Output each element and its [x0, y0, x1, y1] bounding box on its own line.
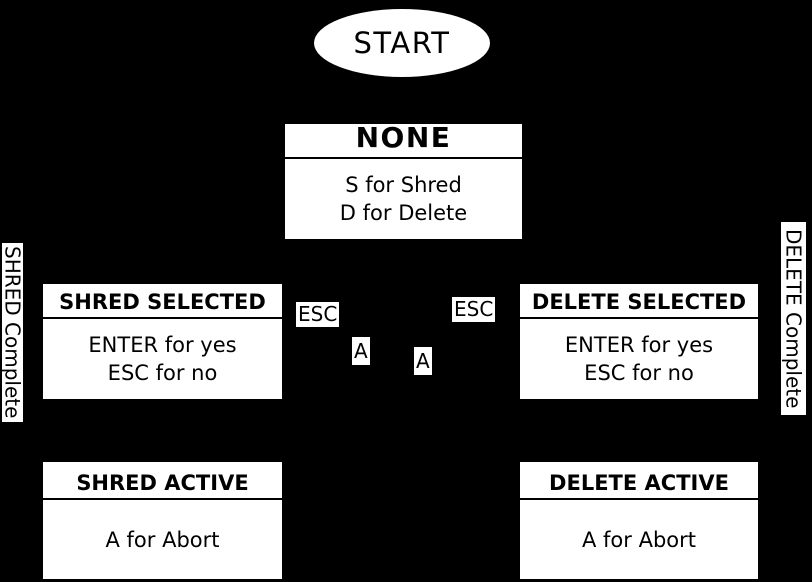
start-node: START — [314, 9, 490, 77]
state-title-none: NONE — [285, 121, 522, 159]
state-title-delete-active: DELETE ACTIVE — [520, 462, 758, 500]
state-body-delete-selected: ENTER for yes ESC for no — [520, 319, 758, 399]
state-action-line: ENTER for yes — [88, 333, 237, 357]
state-title-shred-selected: SHRED SELECTED — [43, 284, 282, 319]
state-node-shred-active: SHRED ACTIVE A for Abort — [43, 462, 282, 579]
state-action-line: ENTER for yes — [564, 333, 714, 357]
state-action-line: ESC for no — [584, 361, 694, 385]
state-action-line: A for Abort — [581, 527, 696, 552]
state-body-shred-active: A for Abort — [43, 500, 282, 579]
edge-label-esc-delete: ESC — [452, 297, 496, 322]
state-title-delete-selected: DELETE SELECTED — [520, 284, 758, 319]
state-action-line: ESC for no — [107, 361, 218, 385]
state-title-shred-active: SHRED ACTIVE — [43, 462, 282, 500]
side-label-delete-complete: DELETE Complete — [781, 222, 806, 415]
edge-label-esc-shred: ESC — [296, 302, 340, 327]
start-node-label: START — [353, 26, 451, 60]
state-action-line: D for Delete — [339, 201, 468, 225]
state-body-shred-selected: ENTER for yes ESC for no — [43, 319, 282, 399]
state-node-none: NONE S for Shred D for Delete — [285, 121, 522, 239]
side-label-shred-complete: SHRED Complete — [1, 243, 25, 422]
state-node-shred-selected: SHRED SELECTED ENTER for yes ESC for no — [43, 284, 282, 399]
edge-label-a-delete: A — [414, 347, 432, 375]
state-node-delete-active: DELETE ACTIVE A for Abort — [520, 462, 758, 579]
state-body-delete-active: A for Abort — [520, 500, 758, 579]
state-action-line: S for Shred — [345, 173, 462, 197]
state-action-line: A for Abort — [105, 527, 220, 552]
state-body-none: S for Shred D for Delete — [285, 159, 522, 239]
state-node-delete-selected: DELETE SELECTED ENTER for yes ESC for no — [520, 284, 758, 399]
edge-label-a-shred: A — [352, 337, 370, 365]
